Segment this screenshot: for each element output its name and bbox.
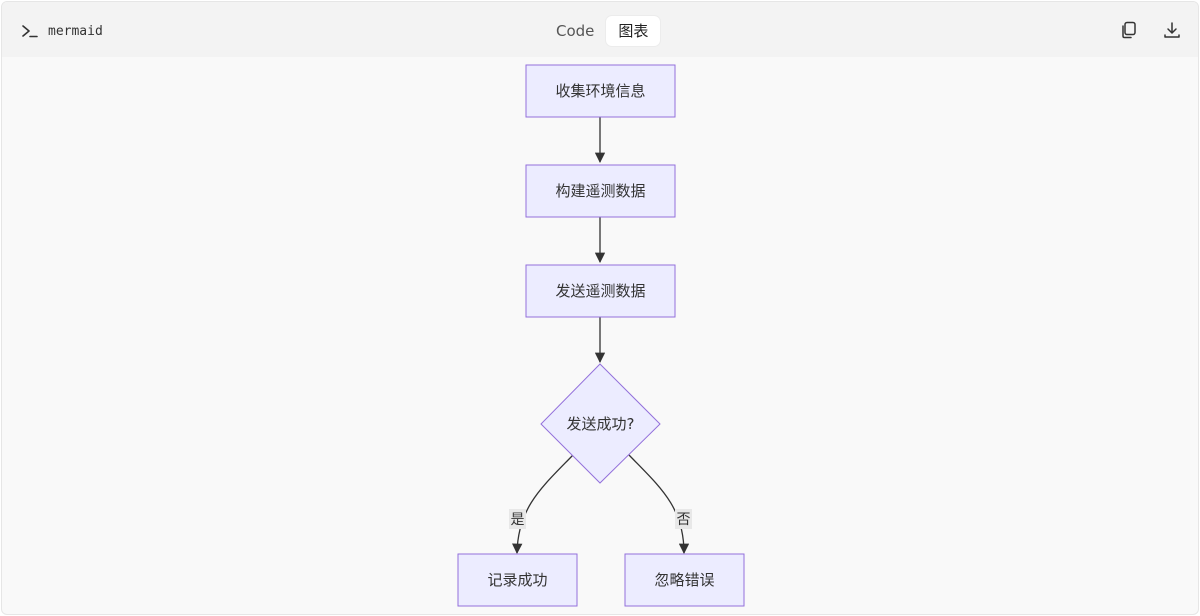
flowchart-diagram: 是 否 收集环境信息 构建遥测数据 发送遥测数据 发送成功? 记录成功 [457,64,745,607]
download-icon [1162,20,1182,40]
node-decision[interactable]: 发送成功? [540,363,661,484]
node-build-label: 构建遥测数据 [555,182,645,200]
node-ignore[interactable]: 忽略错误 [624,553,745,607]
node-decision-label: 发送成功? [567,415,635,433]
tab-diagram[interactable]: 图表 [606,16,661,46]
edges [512,117,690,555]
node-send-label: 发送遥测数据 [555,282,645,300]
edge-decision-to-success [512,454,574,555]
node-ignore-label: 忽略错误 [654,571,714,589]
tab-code[interactable]: Code [556,22,595,40]
node-collect-label: 收集环境信息 [555,82,645,100]
language-label: mermaid [48,23,103,39]
view-toggle: Code 图表 [544,15,661,47]
node-success-label: 记录成功 [487,571,547,589]
edge-label-no-text: 否 [677,512,691,528]
edge-label-yes: 是 [509,509,526,529]
edge-label-yes-text: 是 [511,512,525,528]
node-success[interactable]: 记录成功 [457,553,578,607]
download-button[interactable] [1162,20,1182,40]
edge-label-no: 否 [675,509,692,529]
language-indicator: mermaid [22,21,103,41]
copy-icon [1119,20,1139,40]
node-collect[interactable]: 收集环境信息 [525,64,676,118]
edge-decision-to-ignore [628,454,690,555]
terminal-icon [22,24,38,38]
node-build[interactable]: 构建遥测数据 [525,164,676,218]
node-send[interactable]: 发送遥测数据 [525,264,676,318]
code-block-header: mermaid Code 图表 [2,2,1198,57]
copy-button[interactable] [1119,20,1139,40]
